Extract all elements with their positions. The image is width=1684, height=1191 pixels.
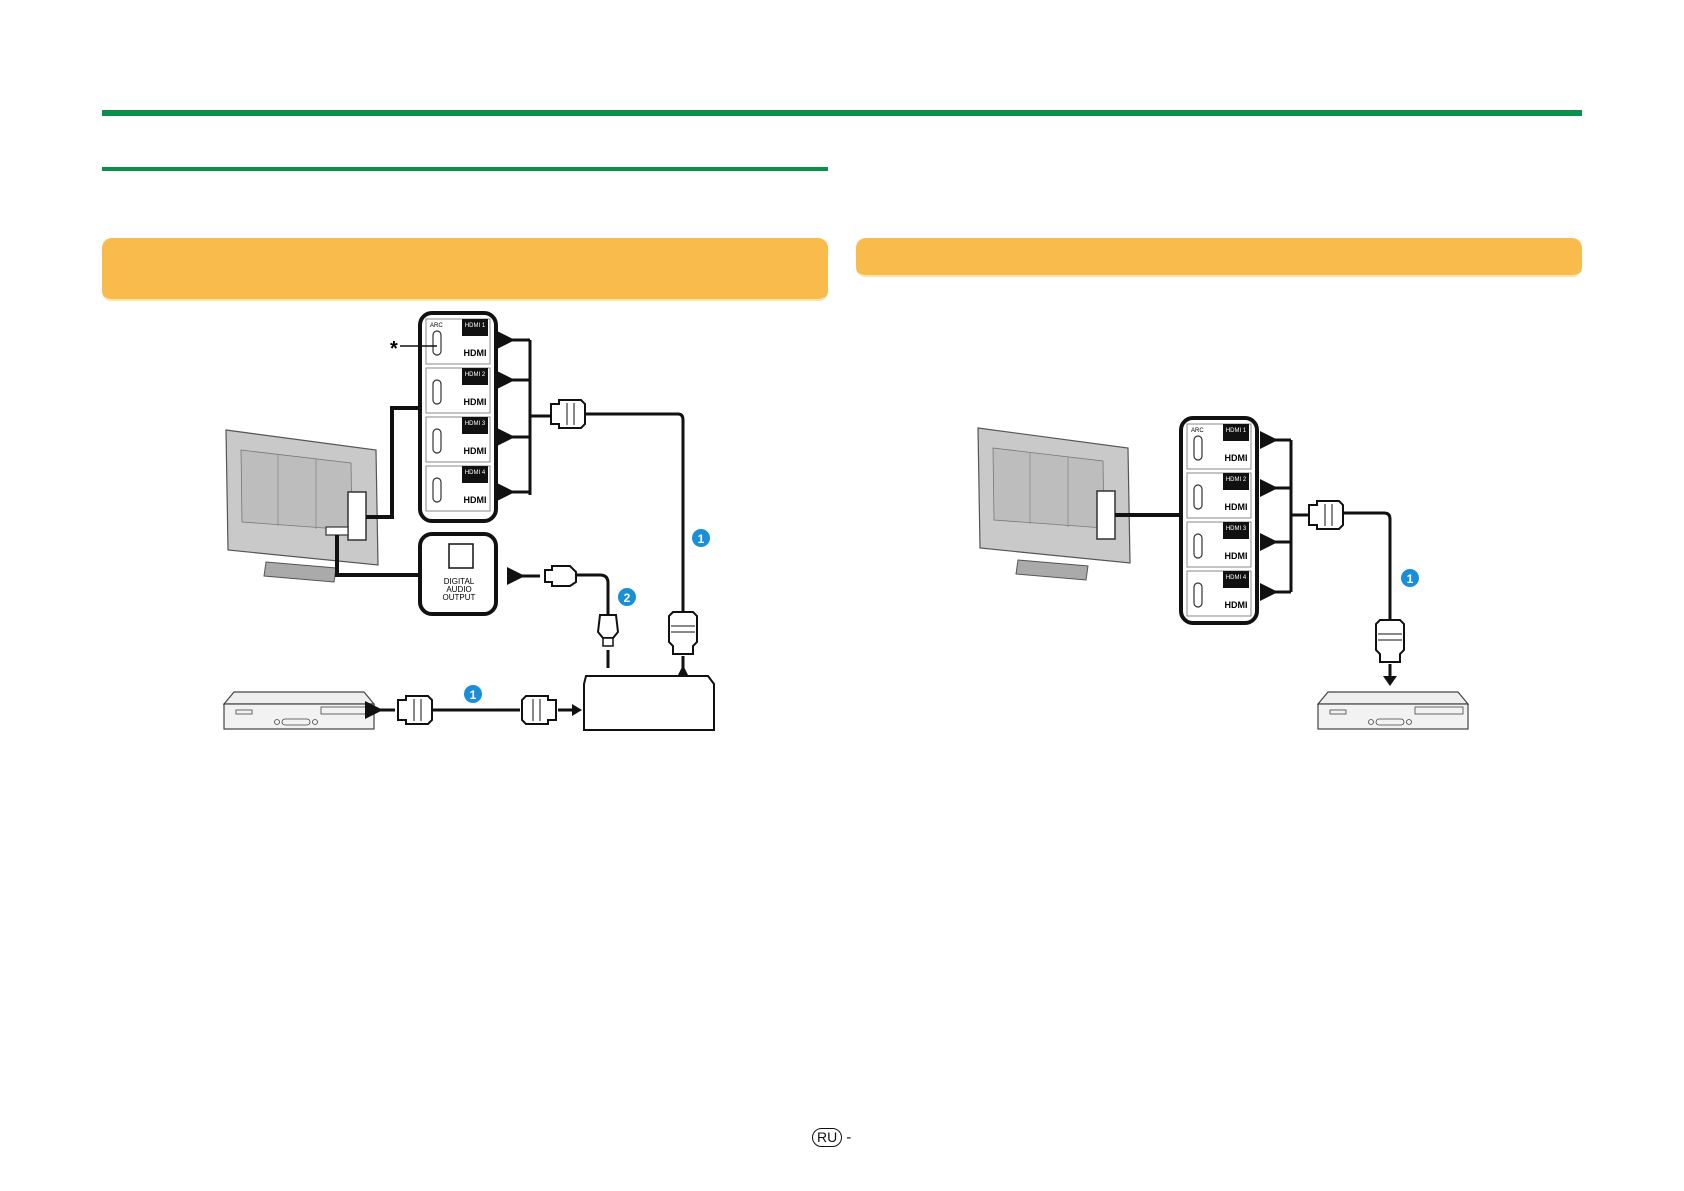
av-receiver-box [583,675,715,731]
player-device [1317,691,1469,730]
hdmi-socket-icon [1193,582,1203,608]
arc-label: ARC [1191,428,1204,434]
hdmi-label-badge [1223,522,1249,539]
hdmi-port-label: HDMI 3 [1226,526,1247,532]
hdmi-logo: HDMI [1225,502,1248,512]
hdmi-socket-icon [1193,484,1203,510]
hdmi-logo: HDMI [1225,600,1248,610]
right-section-header [856,238,1582,277]
hdmi-plug [397,695,433,725]
hdmi-label-badge [1223,473,1249,490]
hdmi-socket-icon [432,428,442,454]
optical-port-icon [448,543,474,569]
hdmi-logo: HDMI [464,348,487,358]
hdmi-label-badge [462,466,488,483]
hdmi-logo: HDMI [464,397,487,407]
top-rule [102,110,1582,116]
hdmi-port-4: HDMI 4 HDMI [1186,570,1252,617]
hdmi-label-badge [462,368,488,385]
hdmi-logo: HDMI [1225,551,1248,561]
tv-hdmi-terminal [347,491,367,541]
digital-audio-label-1: DIGITAL [444,577,475,586]
hdmi-plug [1308,500,1344,530]
hdmi-port-label: HDMI 1 [465,323,486,329]
svg-text:1: 1 [698,532,705,546]
digital-audio-panel [418,532,498,616]
hdmi-label-badge [1223,571,1249,588]
svg-text:1: 1 [470,688,477,702]
hdmi-port-label: HDMI 1 [1226,428,1247,434]
hdmi-port-3: HDMI 3 HDMI [425,416,491,463]
hdmi-socket-icon [432,477,442,503]
arc-asterisk: * [390,338,398,360]
hdmi-port-2: HDMI 2 HDMI [1186,472,1252,519]
marker-2: 2 [618,588,636,606]
hdmi-socket-icon [1193,435,1203,461]
hdmi-port-label: HDMI 3 [465,421,486,427]
tv-hdmi-terminal [1096,490,1116,540]
hdmi-label-badge [1223,424,1249,441]
hdmi-port-1: HDMI 1 HDMI ARC [425,318,491,365]
hdmi-plug [668,611,698,655]
digital-audio-label-2: AUDIO [446,585,471,594]
hdmi-port-label: HDMI 4 [1226,575,1247,581]
player-device [223,691,375,730]
hdmi-port-label: HDMI 2 [465,372,486,378]
hdmi-label-badge [462,319,488,336]
left-section-header [102,238,828,301]
page-footer: RU - [812,1128,851,1147]
svg-text:2: 2 [624,591,631,605]
page-number: - [846,1129,852,1146]
hdmi-socket-icon [432,330,442,356]
marker-1-a: 1 [692,529,710,547]
hdmi-port-label: HDMI 2 [1226,477,1247,483]
optical-plug [544,565,577,587]
hdmi-port-2: HDMI 2 HDMI [425,367,491,414]
hdmi-port-4: HDMI 4 HDMI [425,465,491,512]
section-rule [102,167,828,171]
hdmi-port-3: HDMI 3 HDMI [1186,521,1252,568]
tv-audio-terminal [325,526,349,536]
hdmi-plug [521,695,557,725]
marker-1: 1 [1401,569,1419,587]
arc-label: ARC [430,323,443,329]
hdmi-port-label: HDMI 4 [465,470,486,476]
hdmi-logo: HDMI [464,446,487,456]
language-badge: RU [812,1128,843,1147]
hdmi-plug [550,399,586,429]
hdmi-label-badge [462,417,488,434]
hdmi-socket-icon [432,379,442,405]
hdmi-logo: HDMI [464,495,487,505]
marker-1-b: 1 [464,685,482,703]
hdmi-port-1: HDMI 1 HDMI ARC [1186,423,1252,470]
digital-audio-label-3: OUTPUT [443,593,476,602]
hdmi-logo: HDMI [1225,453,1248,463]
hdmi-plug [1375,619,1405,663]
hdmi-socket-icon [1193,533,1203,559]
svg-text:1: 1 [1407,572,1414,586]
